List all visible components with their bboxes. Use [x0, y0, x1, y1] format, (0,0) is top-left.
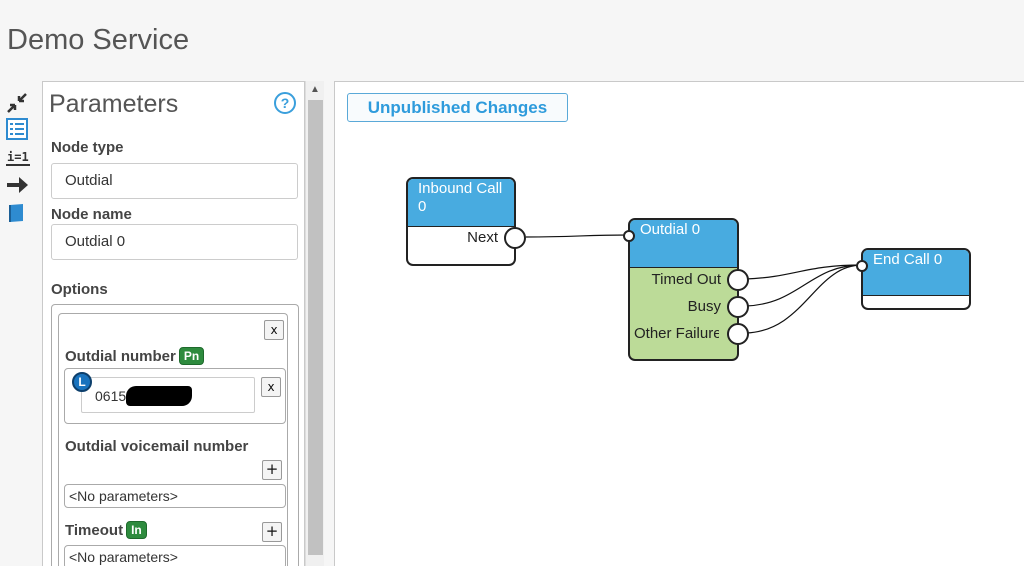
unpublished-changes-button[interactable]: Unpublished Changes	[347, 93, 568, 122]
voicemail-no-params: <No parameters>	[64, 484, 286, 508]
book-icon[interactable]	[6, 202, 28, 224]
scroll-up-arrow-icon[interactable]: ▲	[310, 84, 320, 95]
next-port[interactable]	[504, 227, 526, 249]
parameters-title: Parameters	[49, 90, 179, 118]
clear-number-button[interactable]: x	[261, 377, 281, 397]
outdial-voicemail-label: Outdial voicemail number	[65, 438, 249, 455]
node-type-label: Node type	[51, 139, 124, 156]
outdial-number-input[interactable]: 061518	[81, 377, 255, 413]
add-timeout-button[interactable]: +	[262, 522, 282, 542]
edge-timedout-to-endcall	[745, 264, 863, 280]
node-name-field[interactable]: Outdial 0	[51, 224, 298, 260]
busy-port-label: Busy	[687, 298, 721, 315]
timed-out-port[interactable]	[727, 269, 749, 291]
busy-port[interactable]	[727, 296, 749, 318]
i-equals-one-icon[interactable]: i=1	[6, 150, 30, 166]
inbound-call-title: Inbound Call 0	[408, 179, 514, 227]
scroll-thumb[interactable]	[308, 100, 323, 555]
parameters-panel: Parameters ? Node type Outdial Node name…	[42, 81, 305, 566]
list-badge: L	[72, 372, 92, 392]
outdial-number-box: 061518 L x	[64, 368, 286, 424]
end-call-node[interactable]: End Call 0	[856, 248, 971, 310]
arrow-right-icon[interactable]	[6, 174, 28, 196]
inbound-call-node[interactable]: Inbound Call 0 Next	[406, 177, 526, 266]
page-title: Demo Service	[7, 24, 190, 56]
add-voicemail-button[interactable]: +	[262, 460, 282, 480]
edge-next-to-outdial	[525, 234, 629, 238]
edge-otherfailure-to-endcall	[745, 264, 863, 334]
remove-option-button[interactable]: x	[264, 320, 284, 340]
timed-out-port-label: Timed Out	[651, 271, 721, 288]
edge-busy-to-endcall	[745, 264, 863, 307]
node-name-label: Node name	[51, 206, 132, 223]
collapse-icon[interactable]	[6, 92, 28, 114]
outdial-title: Outdial 0	[630, 220, 737, 268]
help-icon[interactable]: ?	[274, 92, 296, 114]
pn-badge: Pn	[178, 347, 205, 365]
end-call-title: End Call 0	[863, 250, 969, 296]
redaction-mark	[126, 386, 192, 406]
node-type-field[interactable]: Outdial	[51, 163, 298, 199]
outdial-input-port[interactable]	[623, 230, 635, 242]
other-failure-port[interactable]	[727, 323, 749, 345]
flow-canvas[interactable]: Unpublished Changes Inbound Call 0 Next …	[334, 81, 1024, 566]
list-icon[interactable]	[6, 118, 28, 140]
end-call-input-port[interactable]	[856, 260, 868, 272]
options-label: Options	[51, 281, 108, 298]
panel-scrollbar[interactable]: ▲	[305, 81, 324, 566]
next-port-label: Next	[467, 229, 498, 246]
in-badge: In	[126, 521, 147, 539]
timeout-no-params: <No parameters>	[64, 545, 286, 566]
other-failure-port-label: Other Failure	[634, 325, 719, 342]
outdial-node[interactable]: Outdial 0 Timed Out Busy Other Failure	[623, 218, 749, 361]
